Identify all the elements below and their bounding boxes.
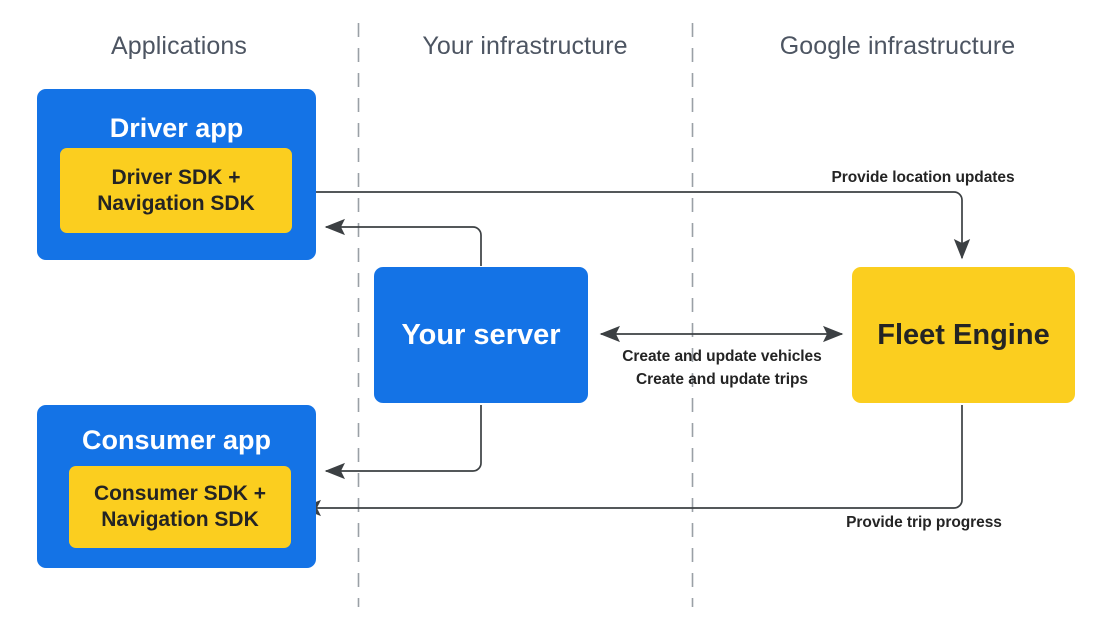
wire-server-to-consumer [324, 405, 482, 480]
node-your-server[interactable]: Your server [374, 267, 588, 403]
edge-label-location-updates: Provide location updates [831, 169, 1015, 186]
zone-header-google-infrastructure: Google infrastructure [779, 32, 1016, 60]
wire-trip-progress [300, 405, 963, 517]
node-consumer-app[interactable]: Consumer app Consumer SDK + Navigation S… [37, 405, 316, 568]
driver-app-title: Driver app [109, 113, 244, 143]
consumer-sdk-label: Consumer SDK + Navigation SDK [93, 482, 267, 531]
fleet-engine-label: Fleet Engine [877, 318, 1050, 351]
wire-location-updates [292, 191, 971, 260]
wire-server-to-driver [324, 218, 482, 266]
edge-label-server-fleet-engine: Create and update vehicles Create and up… [622, 348, 822, 389]
consumer-app-title: Consumer app [81, 425, 272, 455]
consumer-sdk-box[interactable]: Consumer SDK + Navigation SDK [69, 466, 291, 548]
zone-header-your-infrastructure: Your infrastructure [422, 32, 628, 60]
node-driver-app[interactable]: Driver app Driver SDK + Navigation SDK [37, 89, 316, 260]
driver-sdk-label: Driver SDK + Navigation SDK [97, 165, 255, 215]
your-server-label: Your server [401, 318, 561, 351]
edge-label-trip-progress: Provide trip progress [846, 514, 1002, 531]
driver-sdk-box[interactable]: Driver SDK + Navigation SDK [60, 148, 292, 233]
zone-header-applications: Applications [110, 32, 247, 60]
node-fleet-engine[interactable]: Fleet Engine [852, 267, 1075, 403]
